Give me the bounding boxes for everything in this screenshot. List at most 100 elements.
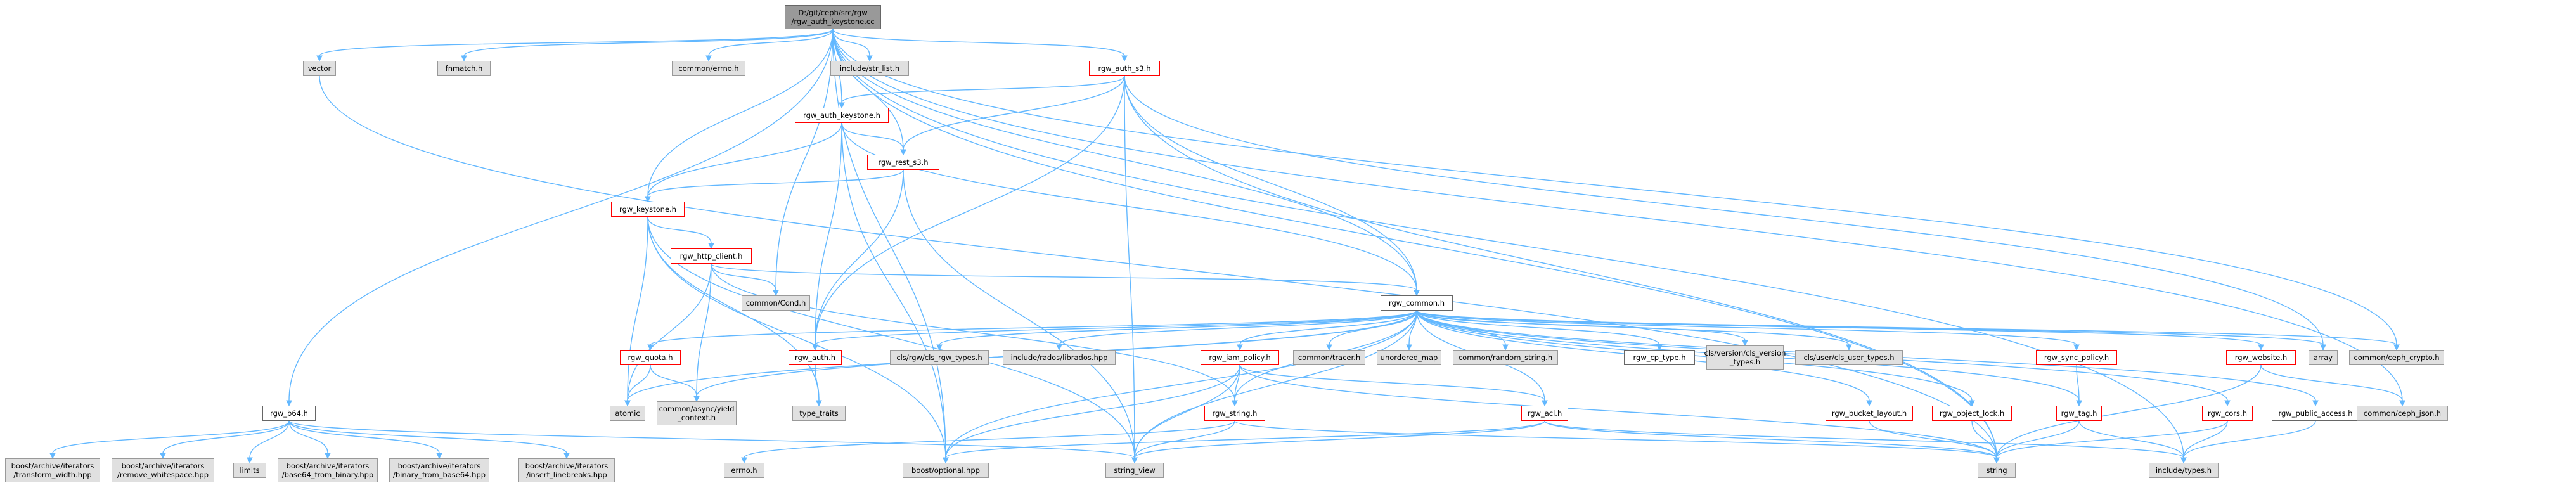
edge-rgw_tag-to-string	[1996, 420, 2080, 458]
edge-b64-to-insert_linebreaks	[288, 420, 567, 454]
edge-auth_s3-to-auth_ks	[841, 75, 1125, 103]
edge-rest_s3-to-keystone	[647, 169, 904, 197]
edge-arrowhead	[693, 396, 700, 403]
node-rest-s3[interactable]: rgw_rest_s3.h	[867, 155, 939, 170]
node-iam-policy[interactable]: rgw_iam_policy.h	[1201, 350, 1279, 365]
edge-arrowhead	[461, 55, 467, 62]
edge-website-to-string	[1996, 364, 2262, 458]
node-rgw-common[interactable]: rgw_common.h	[1381, 295, 1453, 311]
node-fnmatch: fnmatch.h	[437, 61, 491, 76]
edge-arrowhead	[1969, 400, 1975, 407]
edge-arrowhead	[2258, 344, 2264, 351]
edge-arrowhead	[900, 149, 906, 156]
node-ceph-json: common/ceph_json.h	[2357, 406, 2448, 421]
edge-b64-to-remove_ws	[162, 420, 290, 454]
edge-acl-to-types_h	[1544, 420, 2184, 458]
node-vector: vector	[303, 61, 336, 76]
edge-arrowhead	[1121, 55, 1128, 62]
edge-root-to-rgw_common	[832, 29, 1417, 291]
node-strlist: include/str_list.h	[830, 61, 909, 76]
node-cls-user: cls/user/cls_user_types.h	[1795, 350, 1903, 365]
edge-rgw_common-to-quota	[650, 310, 1417, 345]
edge-root-to-fnmatch	[463, 29, 834, 56]
edge-rgw_string-to-errno_h	[744, 420, 1235, 458]
edge-keystone-to-optional	[647, 216, 946, 458]
edge-arrowhead	[708, 243, 714, 250]
edge-arrowhead	[936, 344, 943, 351]
edge-rgw_common-to-cp_type	[1416, 310, 1660, 345]
edge-keystone-to-http_client	[647, 216, 712, 244]
edge-auth_ks-to-rest_s3	[841, 122, 904, 150]
edge-iam_policy-to-acl	[1239, 364, 1545, 401]
edge-b64-to-binary_from_base64	[288, 420, 440, 454]
node-auth-ks[interactable]: rgw_auth_keystone.h	[795, 108, 889, 123]
edge-rgw_common-to-librados	[1059, 310, 1417, 345]
node-tracer: common/tracer.h	[1293, 350, 1365, 365]
edge-arrowhead	[247, 457, 253, 464]
node-cond: common/Cond.h	[742, 295, 810, 311]
edge-arrowhead	[1326, 344, 1332, 351]
edge-http_client-to-yield	[696, 263, 712, 397]
node-unordered-map: unordered_map	[1377, 350, 1441, 365]
node-public-access[interactable]: rgw_public_access.h	[2272, 406, 2359, 421]
node-cors[interactable]: rgw_cors.h	[2202, 406, 2253, 421]
node-insert-linebreaks: boost/archive/iterators /insert_linebrea…	[518, 458, 615, 482]
node-website[interactable]: rgw_website.h	[2226, 350, 2296, 365]
edge-arrowhead	[943, 457, 949, 464]
edge-iam_policy-to-optional	[945, 364, 1240, 458]
edge-arrowhead	[1237, 344, 1243, 351]
edge-arrowhead	[316, 55, 323, 62]
edge-http_client-to-cond	[711, 263, 776, 291]
edge-arrowhead	[705, 55, 712, 62]
node-keystone[interactable]: rgw_keystone.h	[611, 202, 685, 217]
edge-cors-to-types_h	[2183, 420, 2228, 458]
node-quota[interactable]: rgw_quota.h	[620, 350, 681, 365]
edge-b64-to-string_view	[288, 420, 1135, 458]
node-type-traits: type_traits	[792, 406, 846, 421]
node-sync-policy[interactable]: rgw_sync_policy.h	[2036, 350, 2117, 365]
edge-rgw_common-to-iam_policy	[1239, 310, 1417, 345]
edge-arrowhead	[1056, 344, 1062, 351]
node-cls-rgw: cls/rgw/cls_rgw_types.h	[890, 350, 989, 365]
node-rgw-tag[interactable]: rgw_tag.h	[2056, 406, 2102, 421]
edge-quota-to-atomic	[627, 364, 651, 401]
node-auth-s3[interactable]: rgw_auth_s3.h	[1089, 61, 1160, 76]
node-rgw-auth[interactable]: rgw_auth.h	[789, 350, 842, 365]
edge-b64-to-base64_from_binary	[288, 420, 328, 454]
node-acl[interactable]: rgw_acl.h	[1521, 406, 1568, 421]
node-librados: include/rados/librados.hpp	[1003, 350, 1116, 365]
edge-root-to-errno_c	[708, 29, 834, 56]
node-remove-ws: boost/archive/iterators /remove_whitespa…	[112, 458, 214, 482]
edge-vector-to-string	[319, 75, 1997, 458]
node-bucket-layout[interactable]: rgw_bucket_layout.h	[1826, 406, 1913, 421]
edge-arrowhead	[2399, 400, 2405, 407]
edge-arrowhead	[773, 290, 779, 297]
edge-auth_s3-to-string	[1124, 75, 1997, 458]
node-object-lock[interactable]: rgw_object_lock.h	[1932, 406, 2012, 421]
node-http-client[interactable]: rgw_http_client.h	[671, 248, 752, 264]
edge-arrowhead	[1742, 340, 1748, 347]
node-cp-type[interactable]: rgw_cp_type.h	[1624, 350, 1695, 365]
edge-arrowhead	[2320, 344, 2326, 351]
edge-auth_s3-to-rgw_auth	[815, 75, 1125, 345]
edge-rgw_common-to-rgw_auth	[815, 310, 1417, 345]
edge-rgw_auth-to-type_traits	[815, 364, 820, 401]
node-rgw-string[interactable]: rgw_string.h	[1204, 406, 1265, 421]
edge-http_client-to-rgw_common	[711, 263, 1417, 291]
edge-auth_s3-to-string_view	[1124, 75, 1135, 458]
edge-auth_s3-to-rgw_common	[1124, 75, 1417, 291]
edge-http_client-to-atomic	[627, 263, 712, 401]
edge-b64-to-limits	[249, 420, 290, 458]
edge-arrowhead	[564, 453, 570, 460]
edge-auth_s3-to-array	[1124, 75, 2324, 345]
edge-rgw_string-to-string_view	[1134, 420, 1235, 458]
edge-arrowhead	[624, 400, 631, 407]
node-b64[interactable]: rgw_b64.h	[262, 406, 316, 421]
edge-arrowhead	[645, 196, 651, 203]
edge-root-to-vector	[319, 29, 834, 56]
edge-arrowhead	[325, 453, 331, 460]
edge-arrowhead	[160, 453, 166, 460]
edge-acl-to-string	[1544, 420, 1997, 458]
edge-rest_s3-to-string_view	[903, 169, 1135, 458]
